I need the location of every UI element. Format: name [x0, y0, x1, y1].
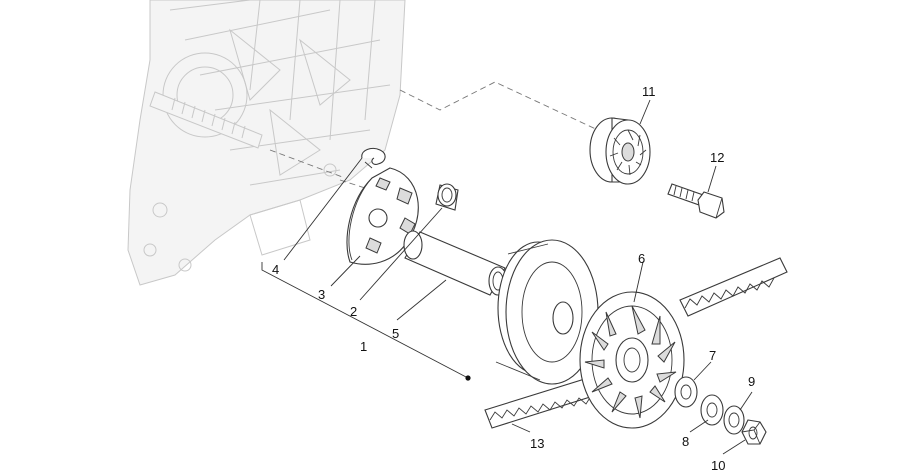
callout-13: 13 [530, 436, 544, 451]
leader-lines [283, 99, 753, 455]
part-13-drive-belt-upper [679, 257, 788, 317]
part-7-washer [674, 376, 698, 408]
part-3-ramp-plate [346, 167, 419, 265]
callout-2: 2 [350, 304, 357, 319]
part-1-fixed-pulley [495, 239, 599, 385]
part-2-slider-bush [435, 183, 459, 211]
callout-6: 6 [638, 251, 645, 266]
part-9-spring-washer [723, 405, 745, 435]
part-8-washer [700, 394, 724, 426]
callout-4: 4 [272, 262, 279, 277]
callout-7: 7 [709, 348, 716, 363]
part-10-nut [741, 419, 767, 445]
engine-crankcase-ghost [127, 0, 406, 286]
callout-8: 8 [682, 434, 689, 449]
callout-labels: 1 2 3 4 5 6 7 8 9 10 11 12 13 [272, 84, 755, 473]
assembly-group-bracket [261, 262, 471, 381]
part-5-spacer-sleeve [403, 230, 508, 296]
callout-12: 12 [710, 150, 724, 165]
callout-5: 5 [392, 326, 399, 341]
part-4-clip [361, 147, 386, 169]
callout-11: 11 [642, 84, 656, 99]
callout-1: 1 [360, 339, 367, 354]
callout-9: 9 [748, 374, 755, 389]
callout-3: 3 [318, 287, 325, 302]
part-12-bolt [667, 183, 725, 219]
callout-10: 10 [711, 458, 725, 473]
part-6-fan-pulley [579, 291, 685, 429]
part-11-idler-pulley [589, 117, 651, 185]
